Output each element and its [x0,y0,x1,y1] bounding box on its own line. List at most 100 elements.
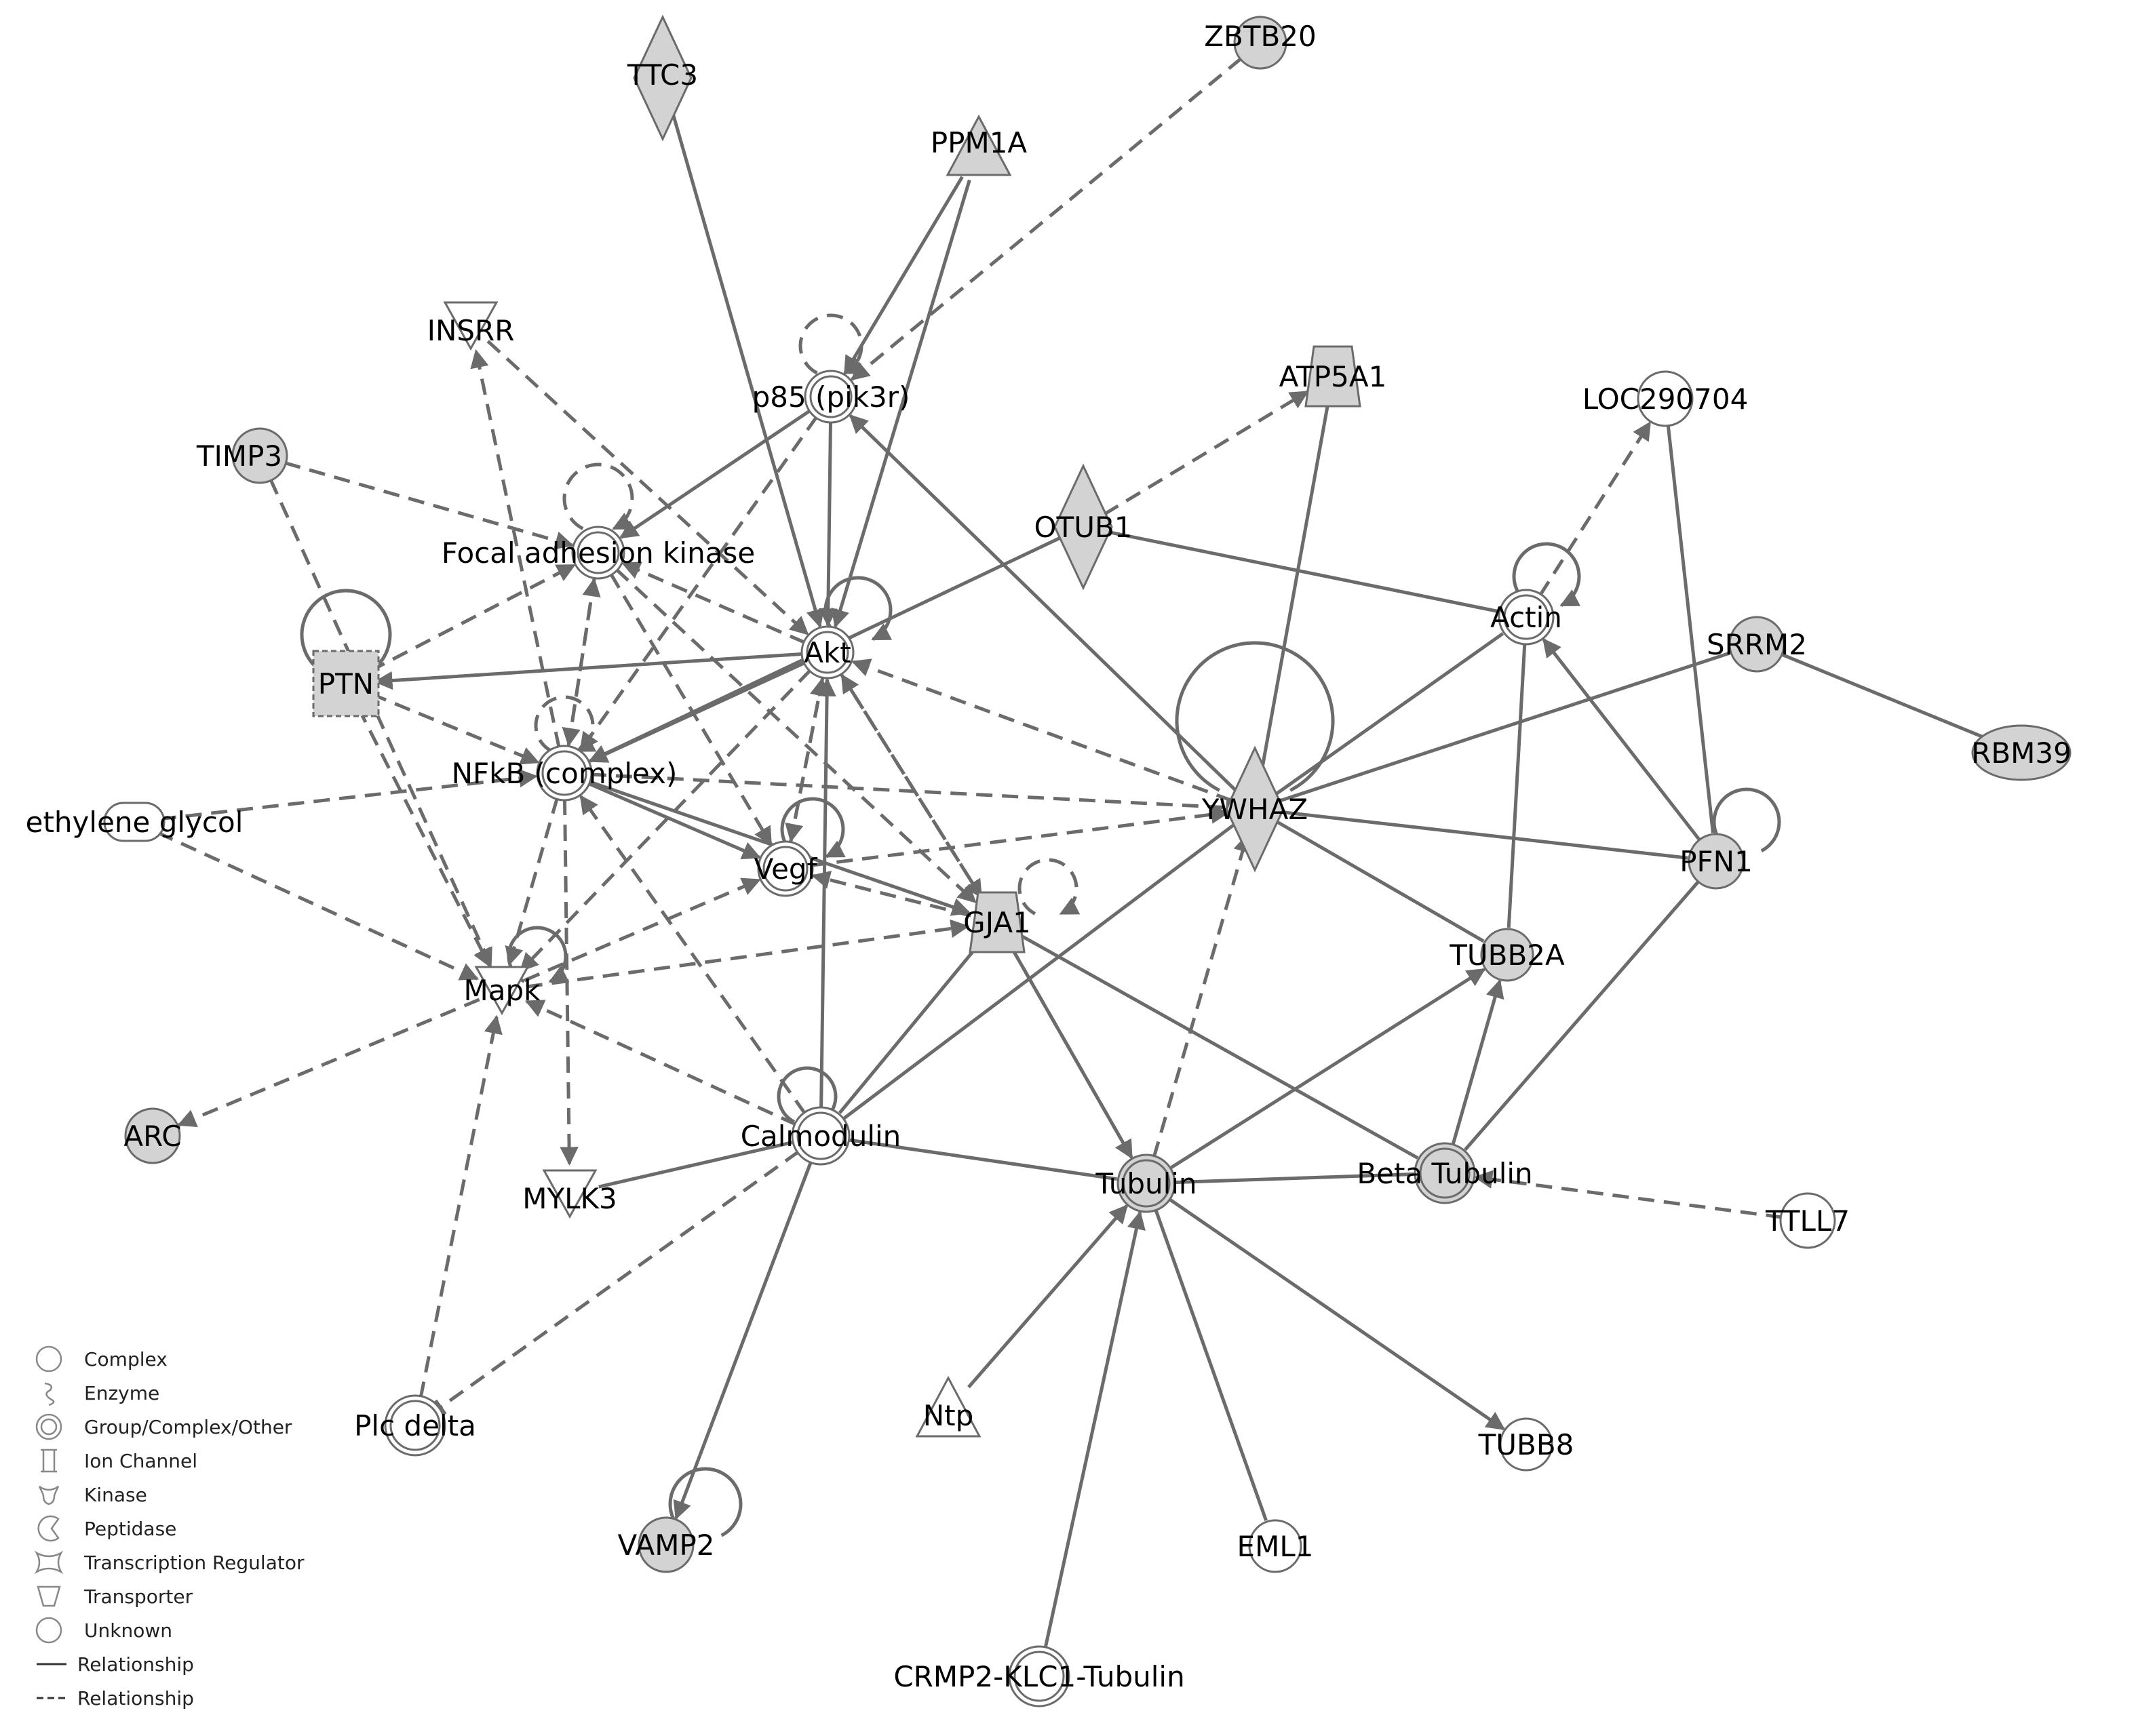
node-srrm2[interactable]: SRRM2 [1707,616,1807,673]
node-crmp2[interactable]: CRMP2-KLC1-Tubulin [893,1645,1185,1708]
edge-p85-akt [819,421,838,627]
ion-channel-icon [41,1448,57,1473]
inner-ring [1013,1651,1065,1702]
edge-ywhaz-p85 [849,414,1239,793]
node-vegf[interactable]: Vegf [754,840,818,897]
edge-pfn1-pfn1 [1712,787,1781,852]
node-pfn1[interactable]: PFN1 [1679,833,1753,890]
node-label: TIMP3 [196,439,282,473]
enzyme-icon [44,1382,55,1406]
edge-ywhaz-tubb2a [1275,819,1485,943]
edge-ywhaz-ywhaz [1175,641,1335,792]
edge-ptn-fak [369,564,576,673]
diamond-node-shape [1225,745,1285,873]
node-vamp2[interactable]: VAMP2 [617,1516,715,1573]
node-calmodulin[interactable]: Calmodulin [741,1106,901,1166]
node-label: p85 (pik3r) [752,380,910,414]
legend-label: Peptidase [84,1518,176,1540]
edge-ywhaz-actin [1273,632,1504,797]
node-label: PPM1A [931,126,1028,159]
node-label: MYLK3 [522,1182,617,1215]
transporter-icon [37,1585,61,1607]
legend-item: Group/Complex/Other [35,1413,292,1440]
edge-akt-mapk [519,669,812,972]
node-zbtb20[interactable]: ZBTB20 [1204,16,1317,70]
node-insrr[interactable]: INSRR [427,301,515,351]
node-tubulin[interactable]: Tubulin [1095,1153,1197,1213]
edge-ywhaz-srrm2 [1277,651,1730,804]
node-ttll7[interactable]: TTLL7 [1765,1192,1850,1249]
node-actin[interactable]: Actin [1490,589,1562,646]
edge-mapk-arc [177,998,480,1127]
node-arc[interactable]: ARC [123,1107,182,1164]
edge-mapk-vegf [524,877,761,983]
legend-item: Enzyme [44,1382,159,1406]
legend-label: Complex [84,1348,168,1370]
node-plcdelta[interactable]: Plc delta [354,1394,476,1457]
double-circle-node-shape [757,840,814,897]
node-mapk[interactable]: Mapk [464,966,541,1016]
edge-actin-tubb2a [1507,642,1527,928]
edge-ywhaz-pfn1 [1279,810,1688,860]
node-eml1[interactable]: EML1 [1237,1519,1314,1573]
triangle-down-node-shape [474,966,530,1016]
node-label: OTUB1 [1034,511,1133,544]
edge-vegf-ywhaz [811,805,1230,867]
double-circle-node-shape [800,625,855,679]
node-label: TTLL7 [1765,1204,1850,1238]
edge-plcdelta-mapk [419,1014,503,1398]
inner-ring [389,1400,441,1451]
node-gja1[interactable]: GJA1 [963,891,1031,953]
node-mylk3[interactable]: MYLK3 [522,1169,617,1219]
node-otub1[interactable]: OTUB1 [1034,463,1133,591]
legend-label: Transporter [83,1585,193,1608]
edge-gja1-akt [840,673,984,901]
inner-ring [577,531,620,574]
pill-node-shape [103,802,166,842]
edge-ptn-ptn [300,589,392,676]
node-timp3[interactable]: TIMP3 [196,427,288,484]
node-akt[interactable]: Akt [800,625,855,679]
node-ethylene[interactable]: ethylene glycol [26,802,244,842]
inner-ring [796,1111,845,1160]
legend-label: Ion Channel [84,1450,197,1472]
edge-calmodulin-plcdelta [433,1150,800,1416]
node-rbm39[interactable]: RBM39 [1971,724,2072,781]
inner-ring [1503,594,1549,640]
node-atp5a1[interactable]: ATP5A1 [1279,345,1387,408]
node-label: CRMP2-KLC1-Tubulin [893,1660,1184,1693]
node-ywhaz[interactable]: YWHAZ [1201,745,1308,873]
diamond-node-shape [633,14,693,142]
edge-ethylene-mapk [157,831,480,981]
complex-icon [35,1345,62,1373]
inner-ring [541,750,587,796]
edge-fak-fak [562,462,634,530]
node-nfkb[interactable]: NFkB (complex) [452,745,678,802]
node-ntp[interactable]: Ntp [915,1375,981,1438]
node-loc290704[interactable]: LOC290704 [1582,370,1749,427]
trapezoid-node-shape [969,891,1026,953]
diamond-node-shape [1053,463,1113,591]
edge-calmodulin-akt [817,677,836,1109]
edge-akt-ptn [374,652,804,690]
edge-tubulin-eml1 [1153,1208,1268,1522]
edge-atp5a1-ywhaz [1258,402,1330,783]
node-label: ethylene glycol [26,806,244,839]
node-p85[interactable]: p85 (pik3r) [752,370,910,424]
node-tubb2a[interactable]: TUBB2A [1449,928,1565,982]
edge-mapk-gja1 [526,919,970,989]
inner-ring [1122,1159,1171,1208]
node-label: ATP5A1 [1279,360,1387,393]
node-betatub[interactable]: Beta Tubulin [1357,1142,1533,1204]
legend-item: Transporter [37,1585,193,1608]
node-ttc3[interactable]: TTC3 [627,14,698,142]
inner-ring [806,631,849,674]
legend-item: Transcription Regulator [34,1550,305,1575]
edge-nfkb-insrr [470,349,561,749]
node-ppm1a[interactable]: PPM1A [931,114,1028,176]
node-fak[interactable]: Focal adhesion kinase [442,526,755,580]
node-tubb8[interactable]: TUBB8 [1478,1417,1574,1472]
node-ptn[interactable]: PTN [312,650,380,717]
edge-calmodulin-calmodulin [777,1066,838,1124]
edge-timp3-fak [284,461,575,550]
